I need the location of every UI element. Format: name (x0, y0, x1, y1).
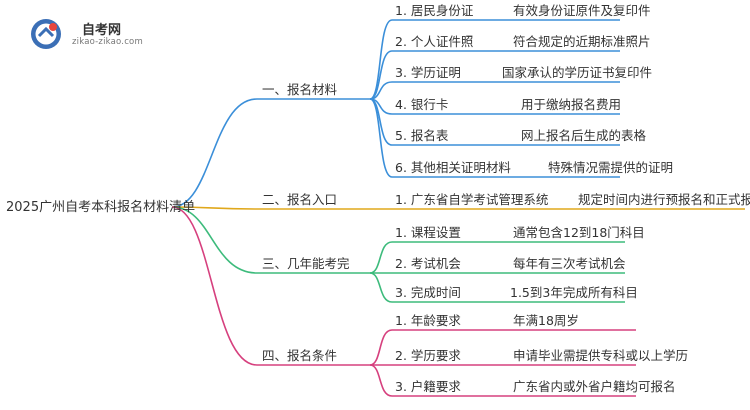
logo-icon (31, 19, 61, 49)
item-connector (369, 98, 393, 178)
logo-url: zikao-zikao.com (72, 37, 143, 47)
item-description: 有效身份证原件及复印件 (513, 3, 651, 18)
item-label: 2. 考试机会 (395, 256, 461, 271)
logo-title: 自考网 (82, 23, 122, 38)
branch-label: 二、报名入口 (262, 192, 338, 207)
item-description: 1.5到3年完成所有科目 (510, 285, 638, 300)
item-label: 2. 学历要求 (395, 348, 461, 363)
branch-connector (171, 206, 258, 210)
branch-connector (171, 206, 258, 366)
item-label: 1. 课程设置 (395, 225, 461, 240)
item-connector (369, 329, 393, 366)
item-label: 3. 户籍要求 (395, 379, 461, 394)
item-description: 符合规定的近期标准照片 (513, 34, 651, 49)
item-description: 规定时间内进行预报名和正式报名 (578, 192, 750, 207)
branch-connector (171, 98, 258, 208)
branch-label: 四、报名条件 (262, 348, 338, 363)
item-description: 通常包含12到18门科目 (513, 225, 645, 240)
item-label: 1. 年龄要求 (395, 313, 461, 328)
item-connector (369, 364, 393, 397)
item-label: 3. 完成时间 (395, 285, 461, 300)
item-connector (369, 241, 393, 274)
branch-connector (171, 206, 258, 274)
item-label: 4. 银行卡 (395, 97, 449, 112)
item-label: 2. 个人证件照 (395, 34, 474, 49)
item-description: 网上报名后生成的表格 (521, 128, 647, 143)
item-label: 6. 其他相关证明材料 (395, 160, 511, 175)
item-label: 5. 报名表 (395, 128, 449, 143)
item-description: 特殊情况需提供的证明 (548, 160, 674, 175)
item-label: 1. 广东省自学考试管理系统 (395, 192, 549, 207)
item-label: 1. 居民身份证 (395, 3, 474, 18)
item-connector (369, 272, 393, 303)
item-description: 年满18周岁 (513, 313, 579, 328)
item-connector (369, 19, 393, 100)
item-description: 每年有三次考试机会 (513, 256, 626, 271)
item-connector (369, 50, 393, 100)
root-node: 2025广州自考本科报名材料清单 (6, 200, 196, 215)
branch-label: 一、报名材料 (262, 82, 338, 97)
item-label: 3. 学历证明 (395, 65, 461, 80)
item-description: 广东省内或外省户籍均可报名 (513, 379, 676, 394)
branch-label: 三、几年能考完 (262, 256, 350, 271)
item-description: 申请毕业需提供专科或以上学历 (513, 348, 689, 363)
item-description: 国家承认的学历证书复印件 (502, 65, 653, 80)
item-description: 用于缴纳报名费用 (521, 97, 622, 112)
